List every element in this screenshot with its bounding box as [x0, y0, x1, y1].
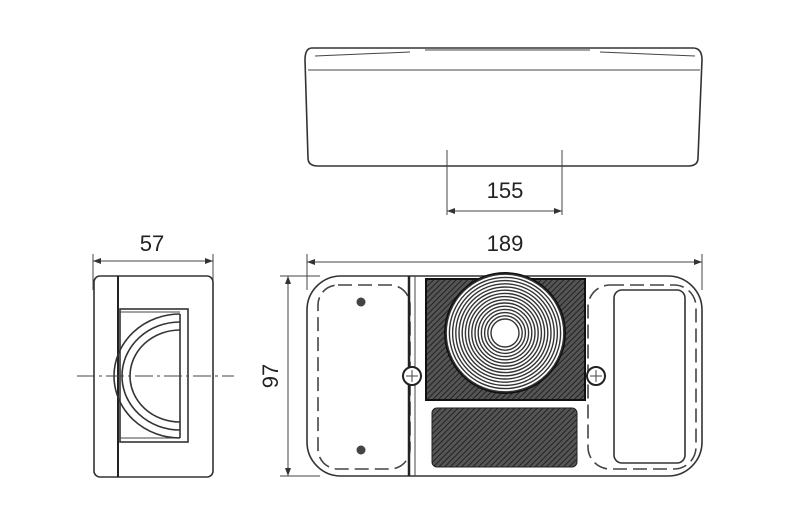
front-dimensions: 189 97 — [258, 231, 703, 477]
lens-ring — [483, 311, 527, 355]
lens-ring — [480, 308, 530, 358]
dimension-57-label: 57 — [140, 231, 164, 256]
dimension-155-label: 155 — [487, 178, 524, 203]
lens-ring — [471, 299, 539, 367]
lens-ring — [467, 295, 543, 371]
lens-ring — [474, 302, 536, 364]
small-screw-icon — [356, 445, 366, 455]
front-view — [306, 272, 703, 477]
lens-ring — [487, 315, 523, 351]
lens-ring — [455, 283, 555, 383]
side-view: 57 — [77, 231, 234, 478]
dimension-189-label: 189 — [487, 231, 524, 256]
lens-ring — [445, 273, 565, 393]
small-screw-icon — [356, 297, 366, 307]
lens-ring — [448, 276, 562, 390]
lens-ring — [464, 292, 546, 374]
lens-ring — [458, 286, 552, 380]
lens-ring — [477, 305, 533, 361]
dimension-97-label: 97 — [258, 364, 283, 388]
screw-icon — [586, 366, 606, 386]
lens-ring — [490, 318, 520, 348]
lens-ring — [451, 279, 559, 387]
screw-icon — [402, 366, 422, 386]
top-view: 155 — [304, 47, 703, 215]
lens-ring — [461, 289, 549, 377]
